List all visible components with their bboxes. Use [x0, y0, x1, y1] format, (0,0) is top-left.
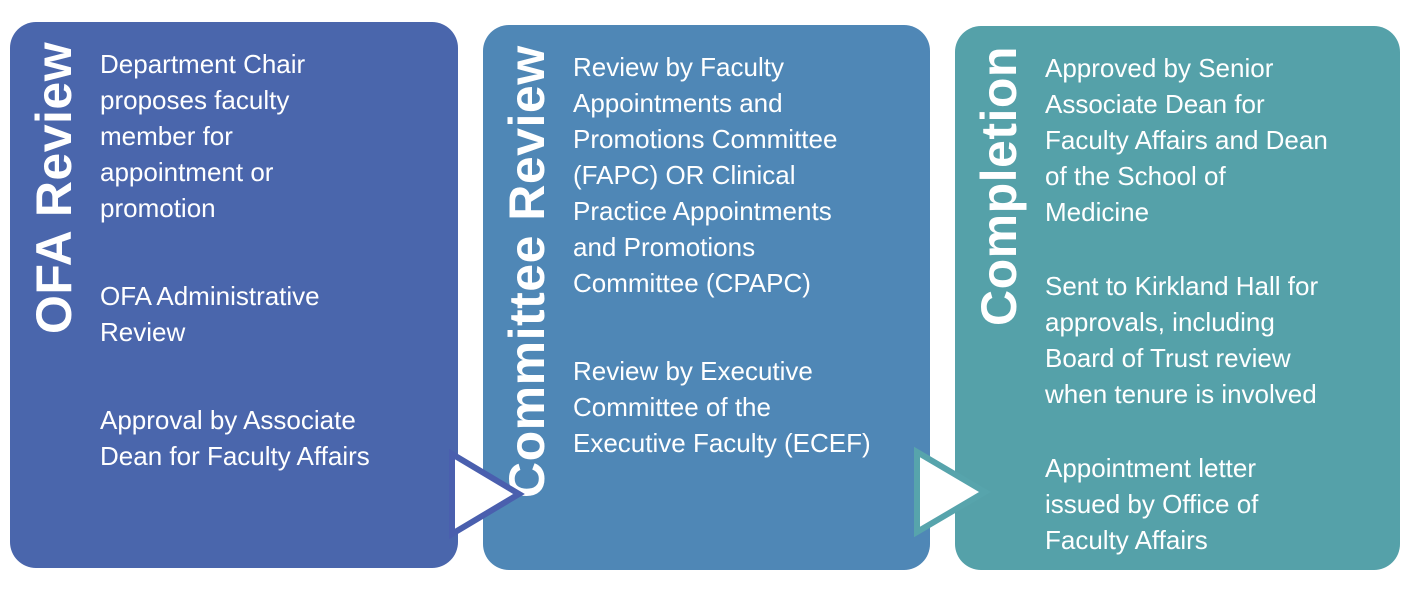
- stage-step-text: Review by Executive Committee of the Exe…: [573, 356, 871, 458]
- stage-body: Approved by Senior Associate Dean for Fa…: [1045, 50, 1378, 558]
- stage-title-ofa-review: OFA Review: [26, 42, 82, 335]
- stage-step-text: OFA Administrative Review: [100, 281, 320, 347]
- stage-step-text: Approval by Associate Dean for Faculty A…: [100, 405, 370, 471]
- stage-step-text: Review by Faculty Appointments and Promo…: [573, 52, 838, 298]
- stage-body: Department Chair proposes faculty member…: [100, 46, 436, 474]
- flow-arrow-icon: [449, 448, 525, 540]
- flow-arrow-icon: [914, 446, 991, 538]
- stage-ofa-review: OFA Review Department Chair proposes fac…: [10, 22, 458, 568]
- stage-completion: Completion Approved by Senior Associate …: [955, 26, 1400, 570]
- stage-step-text: Sent to Kirkland Hall for approvals, inc…: [1045, 271, 1319, 409]
- stage-step-text: Appointment letter issued by Office of F…: [1045, 453, 1259, 555]
- stage-step-text: Approved by Senior Associate Dean for Fa…: [1045, 53, 1328, 227]
- right-triangle-arrow-icon: [914, 446, 991, 538]
- stage-committee-review: Committee Review Review by Faculty Appoi…: [483, 25, 930, 570]
- stage-step-text: Department Chair proposes faculty member…: [100, 49, 306, 223]
- right-triangle-arrow-icon: [449, 448, 525, 540]
- stage-body: Review by Faculty Appointments and Promo…: [573, 49, 908, 461]
